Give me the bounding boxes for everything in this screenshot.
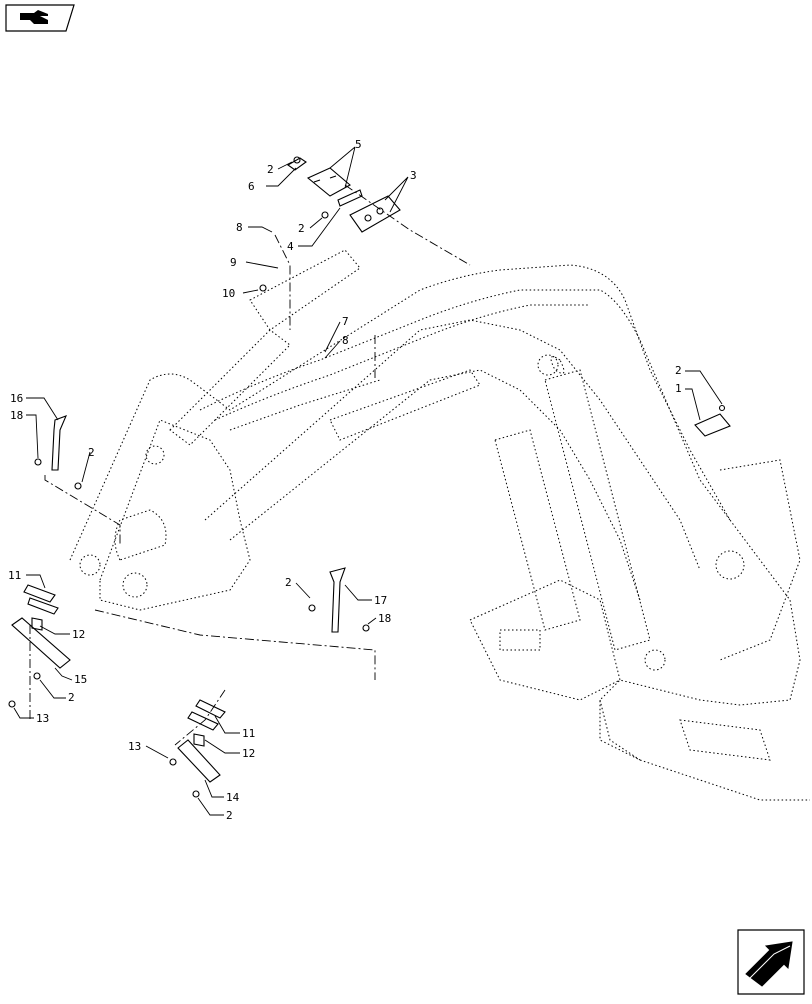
- callout-1: 1: [675, 382, 682, 395]
- callout-16: 16: [10, 392, 23, 405]
- callout-10: 10: [222, 287, 235, 300]
- callout-labels: 2 5 3 6 2 4 8 9 10 7 8 2 1 16 18 2 11 12…: [8, 138, 682, 822]
- shield-part-15: [11, 617, 71, 669]
- callout-11: 11: [8, 569, 21, 582]
- callout-2: 2: [285, 576, 292, 589]
- callout-9: 9: [230, 256, 237, 269]
- callout-12: 12: [72, 628, 85, 641]
- hardware-parts: [8, 156, 731, 798]
- callout-13: 13: [36, 712, 49, 725]
- cylinder-left-outline: [494, 429, 581, 631]
- leader-lines: [13, 146, 723, 816]
- callout-8: 8: [236, 221, 243, 234]
- callout-2: 2: [267, 163, 274, 176]
- callout-7: 7: [342, 315, 349, 328]
- callout-2: 2: [226, 809, 233, 822]
- callout-6: 6: [248, 180, 255, 193]
- callout-5: 5: [355, 138, 362, 151]
- callout-12: 12: [242, 747, 255, 760]
- bolt-icon: [8, 156, 726, 798]
- shield-part-14: [177, 739, 221, 783]
- plate-part-1: [694, 413, 731, 437]
- next-arrow-icon: [737, 929, 805, 995]
- callout-14: 14: [226, 791, 240, 804]
- bracket-part-16: [51, 415, 68, 471]
- callout-2: 2: [88, 446, 95, 459]
- callout-2: 2: [68, 691, 75, 704]
- strap-part-11-right: [187, 699, 226, 731]
- callout-18: 18: [10, 409, 23, 422]
- lift-arm-outline: [69, 264, 810, 801]
- machine-outline: [69, 249, 810, 801]
- clamp-part-3: [349, 195, 401, 233]
- back-nav-button[interactable]: [4, 4, 76, 32]
- clamp-part-5: [306, 167, 351, 197]
- callout-17: 17: [374, 594, 387, 607]
- assembly-lines: [29, 184, 471, 746]
- callout-8: 8: [342, 334, 349, 347]
- bracket-part-17: [329, 567, 346, 633]
- pointing-hand-icon: [5, 4, 75, 32]
- callout-11: 11: [242, 727, 255, 740]
- strap-part-11-left: [23, 584, 59, 615]
- callout-2: 2: [675, 364, 682, 377]
- next-nav-button[interactable]: [736, 928, 806, 996]
- callout-2: 2: [298, 222, 305, 235]
- callout-18: 18: [378, 612, 391, 625]
- upper-cylinder-outline: [249, 249, 361, 331]
- callout-4: 4: [287, 240, 294, 253]
- callout-15: 15: [74, 673, 87, 686]
- callout-13: 13: [128, 740, 141, 753]
- callout-3: 3: [410, 169, 417, 182]
- cylinder-right-outline: [544, 369, 651, 651]
